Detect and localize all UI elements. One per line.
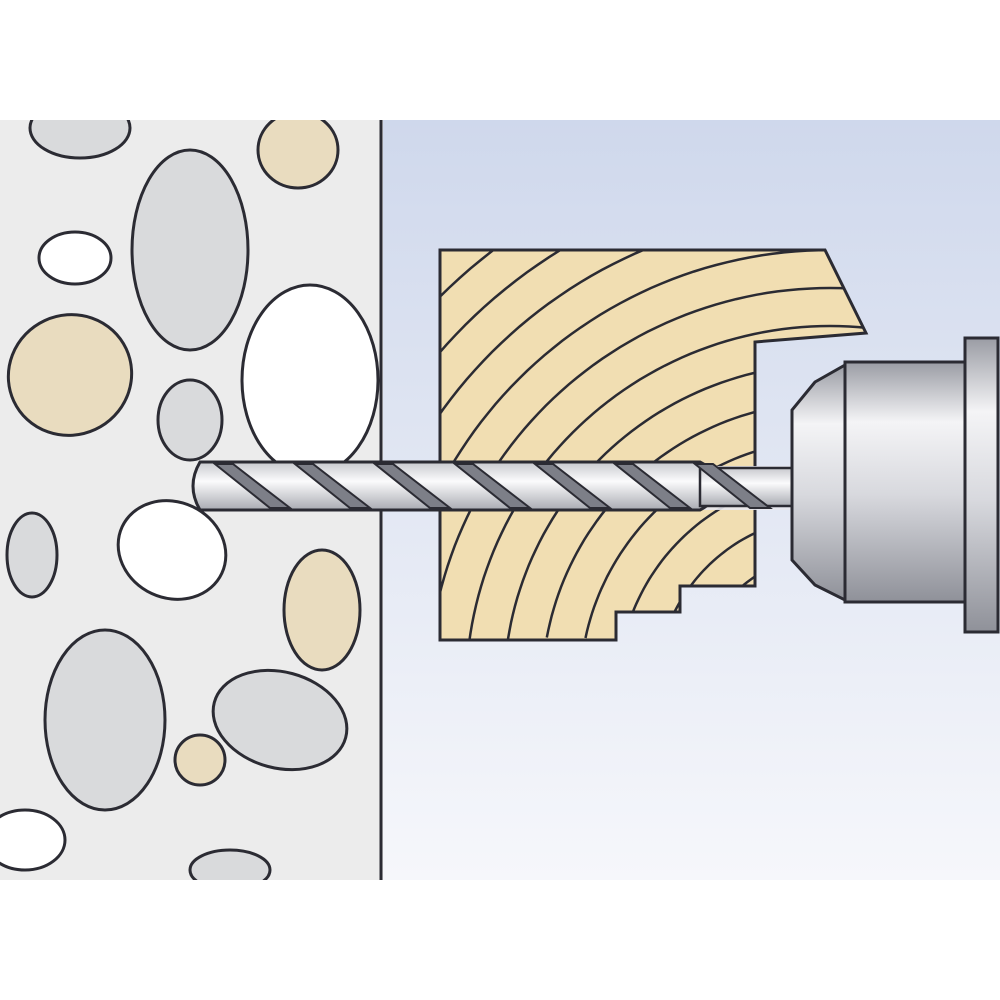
wood-grain-ring bbox=[440, 250, 648, 421]
drill-bit bbox=[191, 460, 820, 512]
wood-grain-ring bbox=[467, 324, 866, 640]
wood-grain-ring bbox=[440, 286, 862, 607]
drill-flute bbox=[372, 463, 453, 509]
drill-flute bbox=[212, 463, 293, 509]
drill-flute bbox=[532, 463, 613, 509]
wood-grain-ring bbox=[440, 250, 494, 300]
drill-flute bbox=[692, 463, 773, 509]
wood-grain-ring bbox=[440, 250, 865, 491]
drill-flute bbox=[612, 463, 693, 509]
drill-chuck bbox=[790, 336, 1000, 634]
drill-flute bbox=[292, 463, 373, 509]
drill-flute bbox=[452, 463, 533, 509]
wood-grain-ring bbox=[440, 250, 562, 356]
